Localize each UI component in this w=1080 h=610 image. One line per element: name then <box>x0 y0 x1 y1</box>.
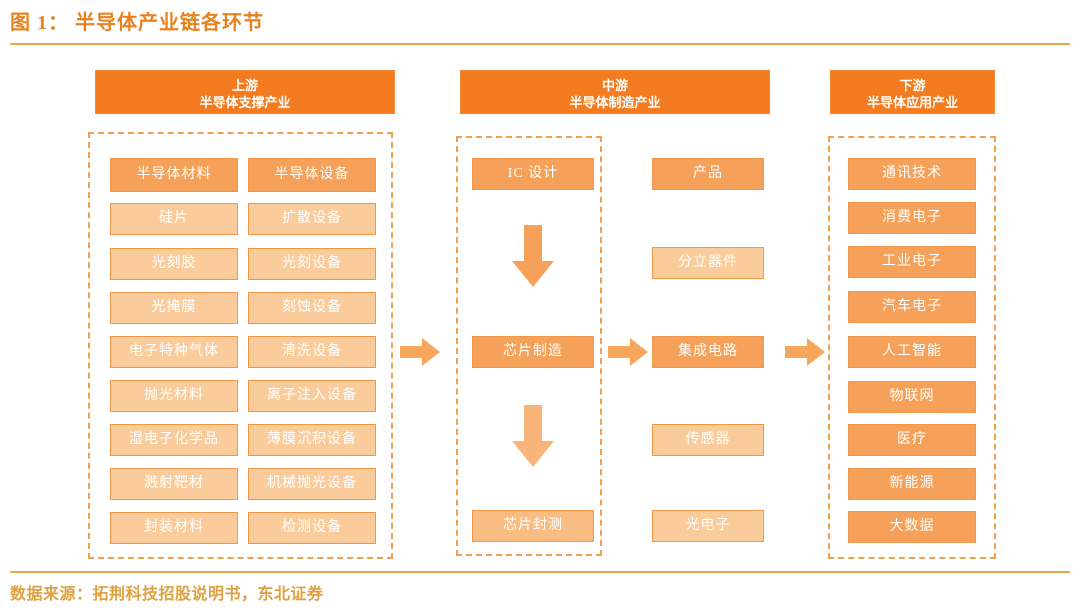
section-header-midstream: 中游 半导体制造产业 <box>460 70 770 114</box>
arrow-down-icon-1 <box>512 225 554 287</box>
node-upstream-materials-2[interactable]: 光刻胶 <box>110 248 238 280</box>
node-midstream-product-0[interactable]: 产品 <box>652 158 764 190</box>
section-header-downstream-line1: 下游 <box>899 78 926 93</box>
node-upstream-materials-0[interactable]: 半导体材料 <box>110 158 238 192</box>
node-upstream-equipment-3[interactable]: 刻蚀设备 <box>248 292 376 324</box>
arrow-right-icon-mid <box>608 338 648 366</box>
arrow-down-icon-2 <box>512 405 554 467</box>
node-upstream-materials-1[interactable]: 硅片 <box>110 203 238 235</box>
node-downstream-3[interactable]: 汽车电子 <box>848 291 976 323</box>
title-divider <box>10 43 1070 45</box>
node-midstream-product-1[interactable]: 分立器件 <box>652 247 764 279</box>
node-midstream-product-3[interactable]: 传感器 <box>652 424 764 456</box>
page-title: 图 1： 半导体产业链各环节 <box>10 12 264 34</box>
section-header-midstream-line2: 半导体制造产业 <box>569 95 661 110</box>
arrow-right-icon-2 <box>785 338 825 366</box>
node-upstream-equipment-5[interactable]: 离子注入设备 <box>248 380 376 412</box>
node-midstream-process-1[interactable]: 芯片制造 <box>472 336 594 368</box>
section-header-downstream: 下游 半导体应用产业 <box>830 70 995 114</box>
node-midstream-product-2[interactable]: 集成电路 <box>652 336 764 368</box>
node-midstream-product-4[interactable]: 光电子 <box>652 510 764 542</box>
node-upstream-materials-8[interactable]: 封装材料 <box>110 512 238 544</box>
node-midstream-process-2[interactable]: 芯片封测 <box>472 510 594 542</box>
node-downstream-8[interactable]: 大数据 <box>848 511 976 543</box>
node-downstream-1[interactable]: 消费电子 <box>848 202 976 234</box>
section-header-downstream-line2: 半导体应用产业 <box>866 95 958 110</box>
downstream-frame <box>828 136 996 559</box>
node-upstream-materials-7[interactable]: 溅射靶材 <box>110 468 238 500</box>
node-upstream-materials-5[interactable]: 抛光材料 <box>110 380 238 412</box>
section-header-upstream: 上游 半导体支撑产业 <box>95 70 395 114</box>
node-upstream-equipment-2[interactable]: 光刻设备 <box>248 248 376 280</box>
section-header-midstream-line1: 中游 <box>601 78 628 93</box>
node-midstream-process-0[interactable]: IC 设计 <box>472 158 594 190</box>
node-upstream-equipment-1[interactable]: 扩散设备 <box>248 203 376 235</box>
arrow-right-icon <box>400 338 440 366</box>
node-upstream-equipment-6[interactable]: 薄膜沉积设备 <box>248 424 376 456</box>
footer-divider <box>10 571 1070 573</box>
node-downstream-6[interactable]: 医疗 <box>848 424 976 456</box>
node-downstream-4[interactable]: 人工智能 <box>848 336 976 368</box>
node-upstream-equipment-4[interactable]: 清洗设备 <box>248 336 376 368</box>
node-downstream-0[interactable]: 通讯技术 <box>848 158 976 190</box>
section-header-upstream-line2: 半导体支撑产业 <box>199 95 291 110</box>
section-header-upstream-line1: 上游 <box>231 78 258 93</box>
upstream-frame <box>88 132 393 559</box>
midstream-frame <box>456 136 602 556</box>
node-upstream-materials-3[interactable]: 光掩膜 <box>110 292 238 324</box>
node-upstream-equipment-0[interactable]: 半导体设备 <box>248 158 376 192</box>
source-note: 数据来源：拓荆科技招股说明书，东北证券 <box>10 586 324 603</box>
node-downstream-2[interactable]: 工业电子 <box>848 246 976 278</box>
node-downstream-7[interactable]: 新能源 <box>848 468 976 500</box>
node-upstream-equipment-8[interactable]: 检测设备 <box>248 512 376 544</box>
node-downstream-5[interactable]: 物联网 <box>848 381 976 413</box>
node-upstream-equipment-7[interactable]: 机械抛光设备 <box>248 468 376 500</box>
node-upstream-materials-4[interactable]: 电子特种气体 <box>110 336 238 368</box>
node-upstream-materials-6[interactable]: 湿电子化学品 <box>110 424 238 456</box>
